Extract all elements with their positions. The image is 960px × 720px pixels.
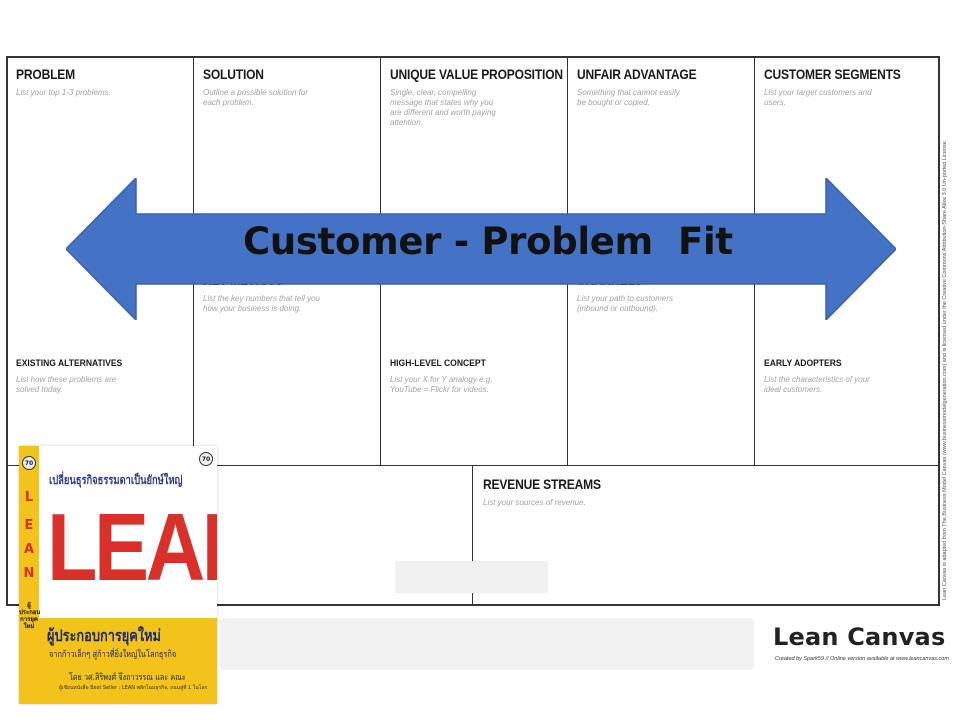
- solution-desc: Outline a possible solution for each pro…: [203, 88, 308, 107]
- book-cover-image: 70 L E A N ผู้ประกอบการยุคใหม่ 70 เปลี่ย…: [19, 446, 217, 704]
- book-subtitle-2: จากก้าวเล็กๆ สู่ก้าวที่ยิ่งใหญ่ในโลกธุรก…: [49, 650, 177, 660]
- existing-alternatives-desc: List how these problems are solved today…: [16, 375, 117, 394]
- lean-canvas-credit: Created by Spark59 // Online version ava…: [775, 656, 949, 662]
- spine-letter: A: [23, 542, 35, 557]
- spine-letter: E: [24, 518, 34, 533]
- customer-segments-desc: List your target customers and users.: [764, 88, 872, 107]
- early-adopters-desc: List the characteristics of your ideal c…: [764, 375, 870, 394]
- customer-segments-title: CUSTOMER SEGMENTS: [764, 66, 901, 82]
- spine-subtitle: ผู้ประกอบการยุคใหม่: [19, 602, 41, 630]
- high-level-concept-desc: List your X for Y analogy e.g. YouTube =…: [390, 375, 493, 394]
- license-text: Lean Canvas is adapted from The Business…: [942, 139, 948, 600]
- blurred-box: [395, 561, 548, 593]
- spine-letter: N: [23, 566, 35, 581]
- problem-title: PROBLEM: [16, 66, 76, 82]
- unfair-advantage-title: UNFAIR ADVANTAGE: [577, 66, 697, 82]
- lean-canvas-logo-title: Lean Canvas: [773, 623, 946, 651]
- arrow-label: Customer - Problem Fit: [243, 220, 733, 263]
- key-metrics-desc: List the key numbers that tell you how y…: [203, 294, 320, 313]
- book-top-text: เปลี่ยนธุรกิจธรรมดาเป็นยักษ์ใหญ่: [49, 473, 183, 487]
- revenue-streams-cell: [472, 465, 940, 606]
- badge-icon: 70: [22, 456, 36, 470]
- early-adopters-title: EARLY ADOPTERS: [764, 358, 842, 369]
- existing-alternatives-title: EXISTING ALTERNATIVES: [16, 358, 123, 369]
- channels-desc: List your path to customers (inbound or …: [577, 294, 674, 313]
- double-arrow-shape: [66, 178, 896, 320]
- book-author-note: ผู้เขียนหนังสือ Best Seller : LEAN พลิกโ…: [59, 685, 208, 691]
- high-level-concept-title: HIGH-LEVEL CONCEPT: [390, 358, 486, 369]
- badge-icon: 70: [199, 452, 213, 466]
- revenue-streams-title: REVENUE STREAMS: [483, 476, 601, 492]
- solution-title: SOLUTION: [203, 66, 264, 82]
- book-main-title: LEAN: [47, 494, 217, 601]
- uvp-desc: Single, clear, compelling message that s…: [390, 88, 496, 127]
- uvp-title: UNIQUE VALUE PROPOSITION: [390, 66, 563, 82]
- book-author: โดย วศ.สิริพงศ์ จึงถาวรรณ และ คณะ: [69, 673, 186, 683]
- blurred-bar: [220, 618, 754, 670]
- unfair-advantage-desc: Something that cannot easily be bought o…: [577, 88, 680, 107]
- book-subtitle: ผู้ประกอบการยุคใหม่: [47, 626, 161, 645]
- revenue-streams-desc: List your sources of revenue.: [483, 498, 586, 507]
- spine-letter: L: [24, 490, 34, 505]
- book-yellow-panel: [39, 618, 217, 704]
- problem-desc: List your top 1-3 problems.: [16, 88, 111, 97]
- double-arrow-polygon: [66, 178, 896, 320]
- book-spine: [19, 446, 39, 704]
